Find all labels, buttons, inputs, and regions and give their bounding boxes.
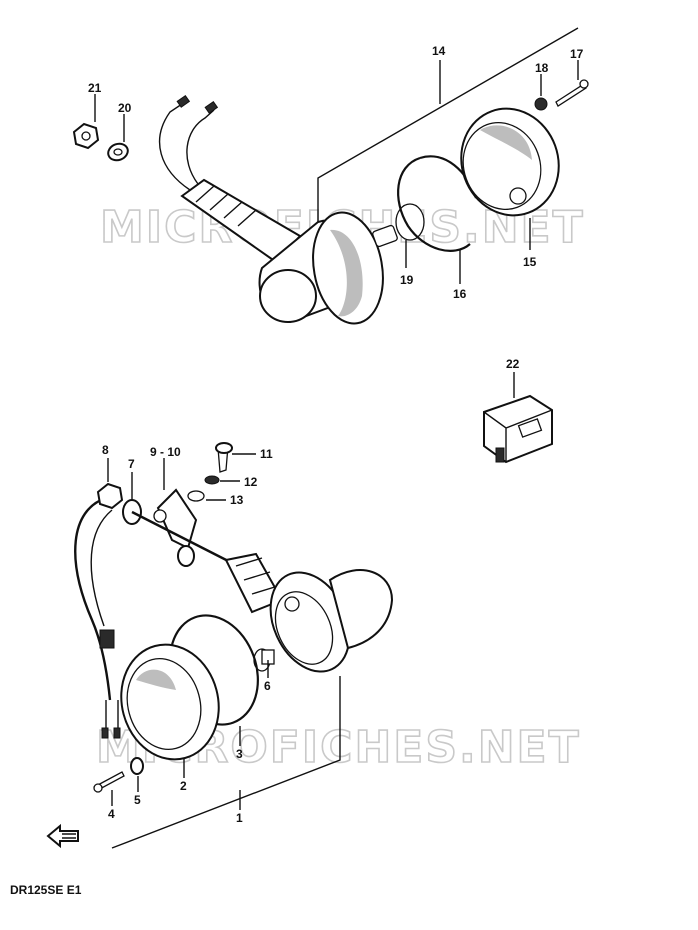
label-13: 13 (230, 493, 244, 507)
label-19: 19 (400, 273, 414, 287)
nut-21-hole (81, 131, 91, 141)
wire-b (186, 109, 215, 185)
nut-8 (96, 482, 124, 510)
bracket-collar (177, 545, 195, 567)
washer-12 (204, 475, 220, 485)
socket-ribs (235, 557, 279, 595)
label-4: 4 (108, 807, 115, 821)
relay-terminals (517, 418, 543, 438)
bulb-19-base (372, 224, 398, 248)
lens-15-screw-boss (509, 187, 527, 205)
lens-15-shade (480, 125, 532, 160)
lower-turn-signal-assembly (46, 442, 394, 849)
leader-14 (317, 27, 579, 228)
lens-2-shade (136, 669, 176, 690)
label-5: 5 (134, 793, 141, 807)
lower-wire-loop-b (90, 509, 113, 627)
label-7: 7 (128, 457, 135, 471)
washer-13 (187, 490, 205, 502)
bolt-11-head (215, 442, 233, 454)
washer-5 (130, 757, 144, 775)
relay-edges (483, 409, 553, 462)
lower-housing-cone (328, 569, 394, 650)
housing-shade (330, 229, 363, 317)
label-21: 21 (88, 81, 102, 95)
diagram-caption: DR125SE E1 (10, 883, 82, 897)
screw-4-head (93, 783, 103, 793)
mount-rod (131, 510, 239, 568)
stem-ribs (195, 185, 257, 227)
wire-terminal-b (204, 100, 219, 114)
gasket-16 (397, 156, 471, 252)
lower-wire-loop (74, 496, 112, 701)
upper-turn-signal-assembly (72, 27, 589, 325)
relay-body (483, 394, 553, 464)
relay-mount (495, 447, 505, 463)
lead-terminal-a (101, 727, 109, 739)
wire-connector (99, 629, 115, 649)
lower-housing-socket (284, 596, 300, 612)
lead-terminal-b (113, 727, 121, 739)
label-1: 1 (236, 811, 243, 825)
label-6: 6 (264, 679, 271, 693)
washer-18 (534, 97, 548, 111)
label-17: 17 (570, 47, 584, 61)
label-8: 8 (102, 443, 109, 457)
bracket-9-10 (156, 488, 198, 550)
label-14: 14 (432, 44, 446, 58)
label-20: 20 (118, 101, 132, 115)
label-16: 16 (453, 287, 467, 301)
label-18: 18 (535, 61, 549, 75)
front-arrow-hatch (62, 833, 76, 839)
washer-7 (122, 499, 142, 525)
washer-20-hole (113, 148, 123, 156)
wire-terminal-a (176, 94, 191, 108)
label-11: 11 (260, 447, 273, 461)
label-3: 3 (236, 747, 243, 761)
bracket-hole (153, 509, 167, 523)
leader-1-bracket (111, 676, 341, 849)
label-15: 15 (523, 255, 537, 269)
bulb-19 (395, 203, 425, 241)
label-9-10: 9 - 10 (150, 445, 181, 459)
wire-leads (105, 700, 119, 730)
relay-22 (483, 372, 553, 464)
housing-tip (259, 269, 317, 323)
front-arrow-icon (46, 823, 79, 849)
label-22: 22 (506, 357, 520, 371)
label-12: 12 (244, 475, 258, 489)
screw-17-head (579, 79, 589, 89)
label-2: 2 (180, 779, 187, 793)
wire-a (158, 103, 191, 191)
